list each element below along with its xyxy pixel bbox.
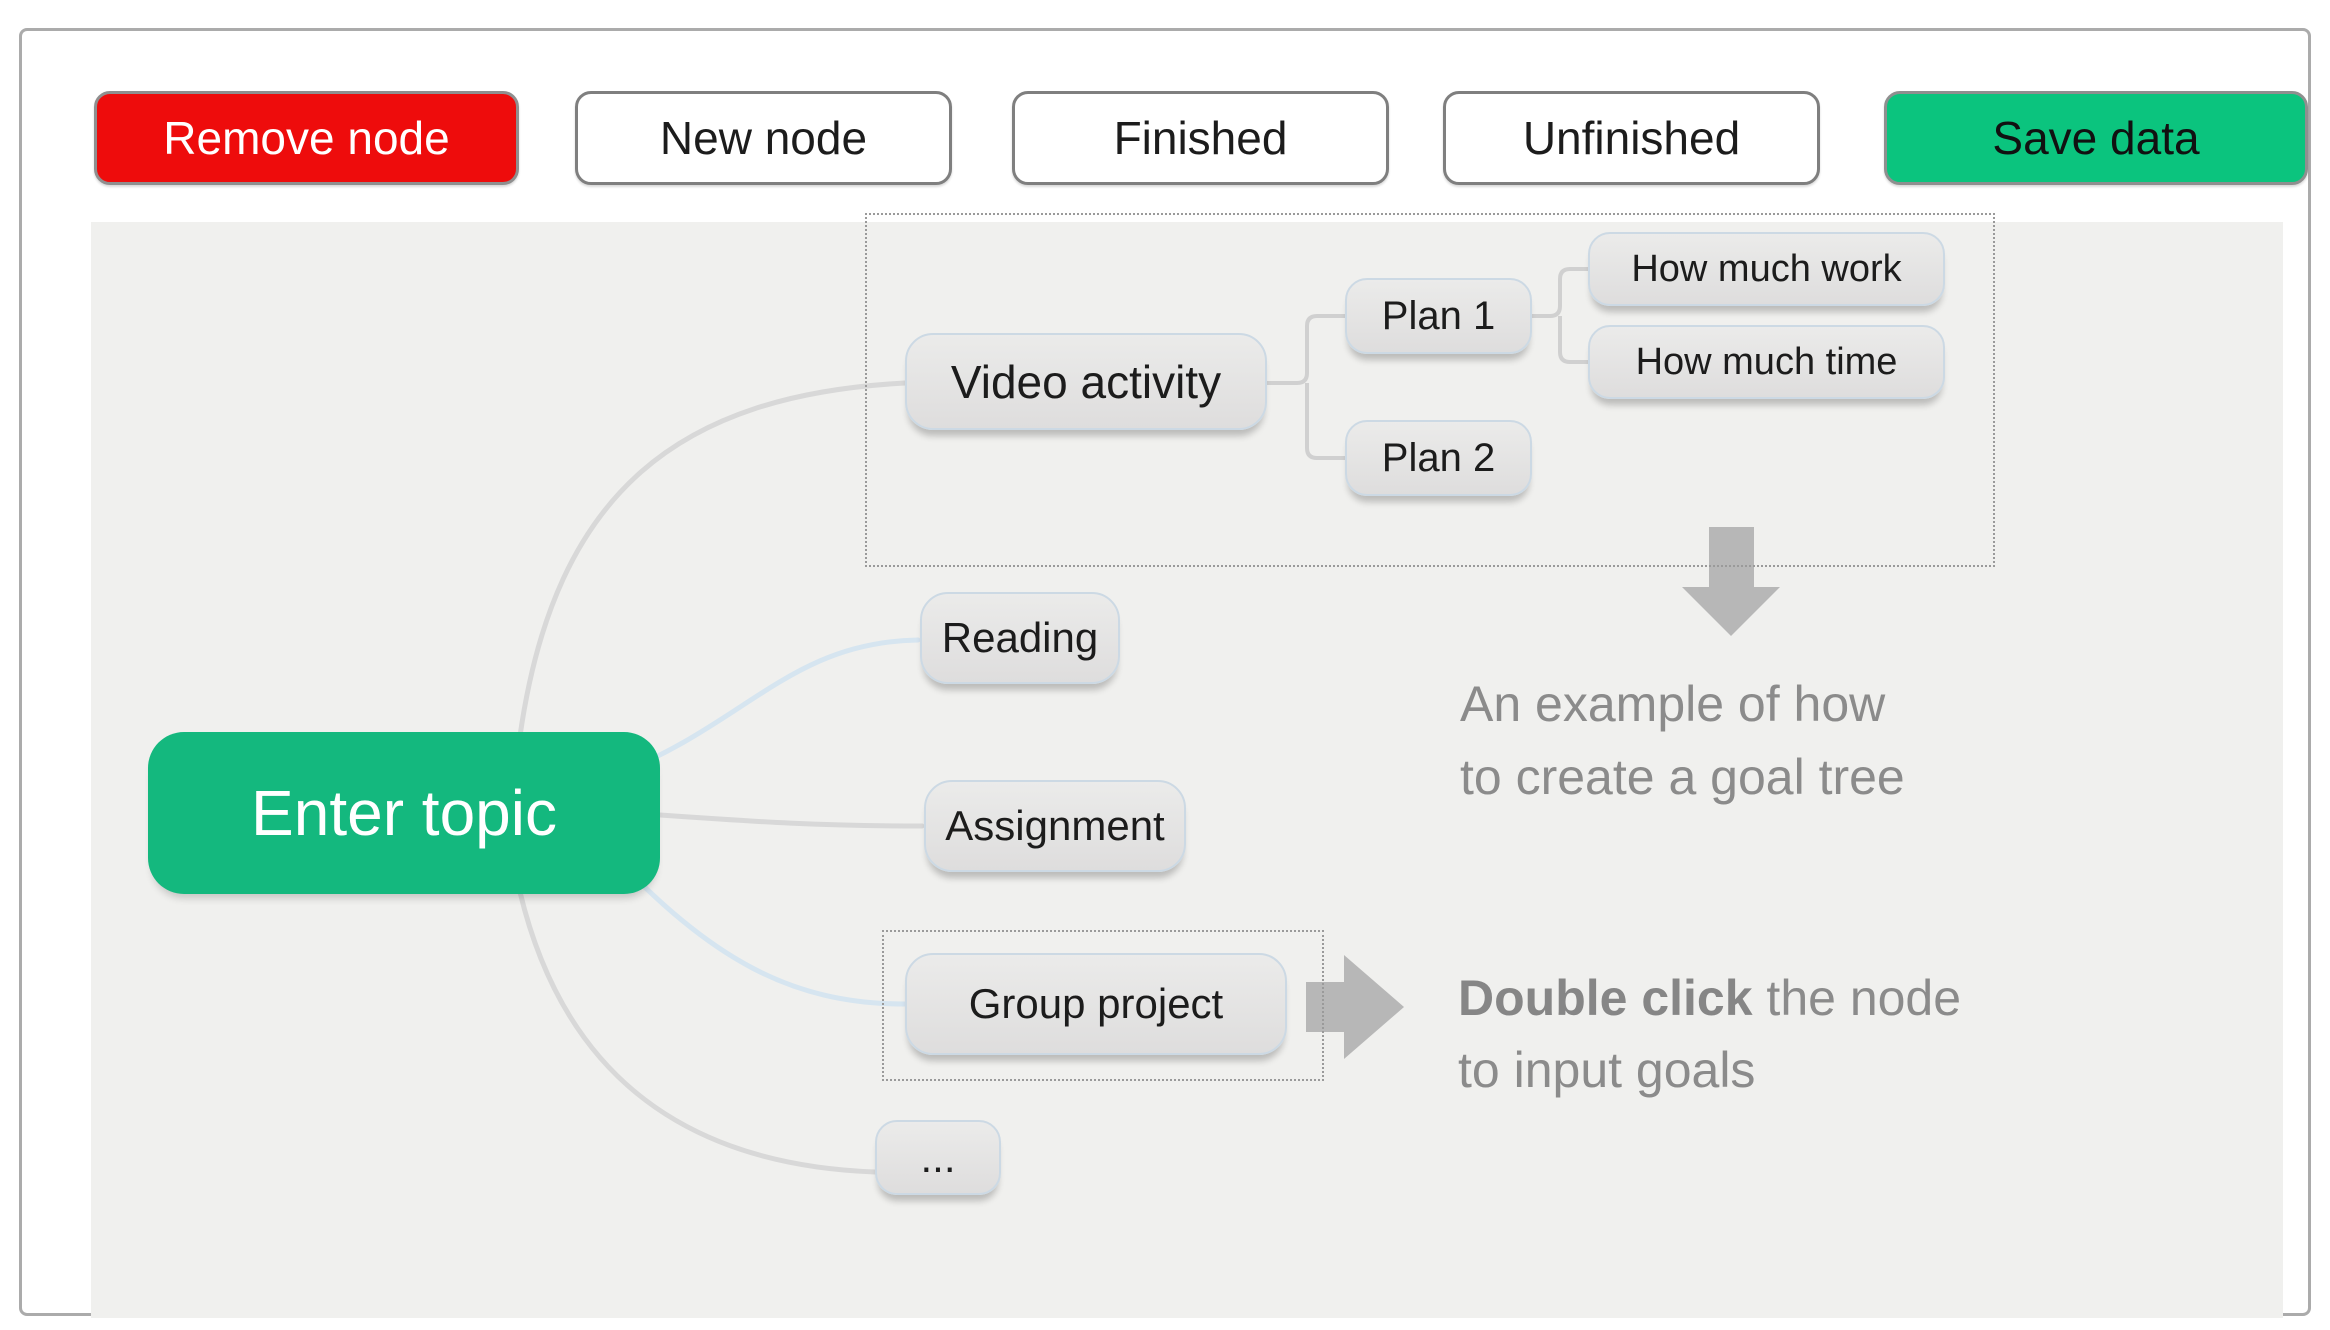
new-node-button[interactable]: New node (575, 91, 952, 185)
node-plan-1[interactable]: Plan 1 (1345, 278, 1532, 354)
node-assignment[interactable]: Assignment (924, 780, 1186, 872)
node-group-project[interactable]: Group project (905, 953, 1287, 1055)
example-caption-line2: to create a goal tree (1460, 749, 1905, 805)
unfinished-button[interactable]: Unfinished (1443, 91, 1820, 185)
node-video-activity[interactable]: Video activity (905, 333, 1267, 430)
instruction-rest-text: the node (1752, 970, 1962, 1026)
node-how-much-work[interactable]: How much work (1588, 232, 1945, 306)
instruction-bold-text: Double click (1458, 970, 1753, 1026)
root-node-enter-topic[interactable]: Enter topic (148, 732, 660, 894)
node-plan-2[interactable]: Plan 2 (1345, 420, 1532, 496)
example-subtree-frame (865, 213, 1995, 567)
node-how-much-time[interactable]: How much time (1588, 325, 1945, 399)
instruction-caption-line1: Double click the node (1458, 962, 1961, 1034)
finished-button[interactable]: Finished (1012, 91, 1389, 185)
node-reading[interactable]: Reading (920, 592, 1120, 684)
remove-node-button[interactable]: Remove node (94, 91, 519, 185)
instruction-caption-line2: to input goals (1458, 1042, 1756, 1098)
save-data-button[interactable]: Save data (1884, 91, 2308, 185)
group-project-frame (882, 930, 1324, 1081)
node-more[interactable]: ... (875, 1120, 1001, 1195)
example-caption: An example of how to create a goal tree (1460, 668, 1905, 814)
example-caption-line1: An example of how (1460, 676, 1886, 732)
instruction-caption: Double click the node to input goals (1458, 962, 1961, 1106)
